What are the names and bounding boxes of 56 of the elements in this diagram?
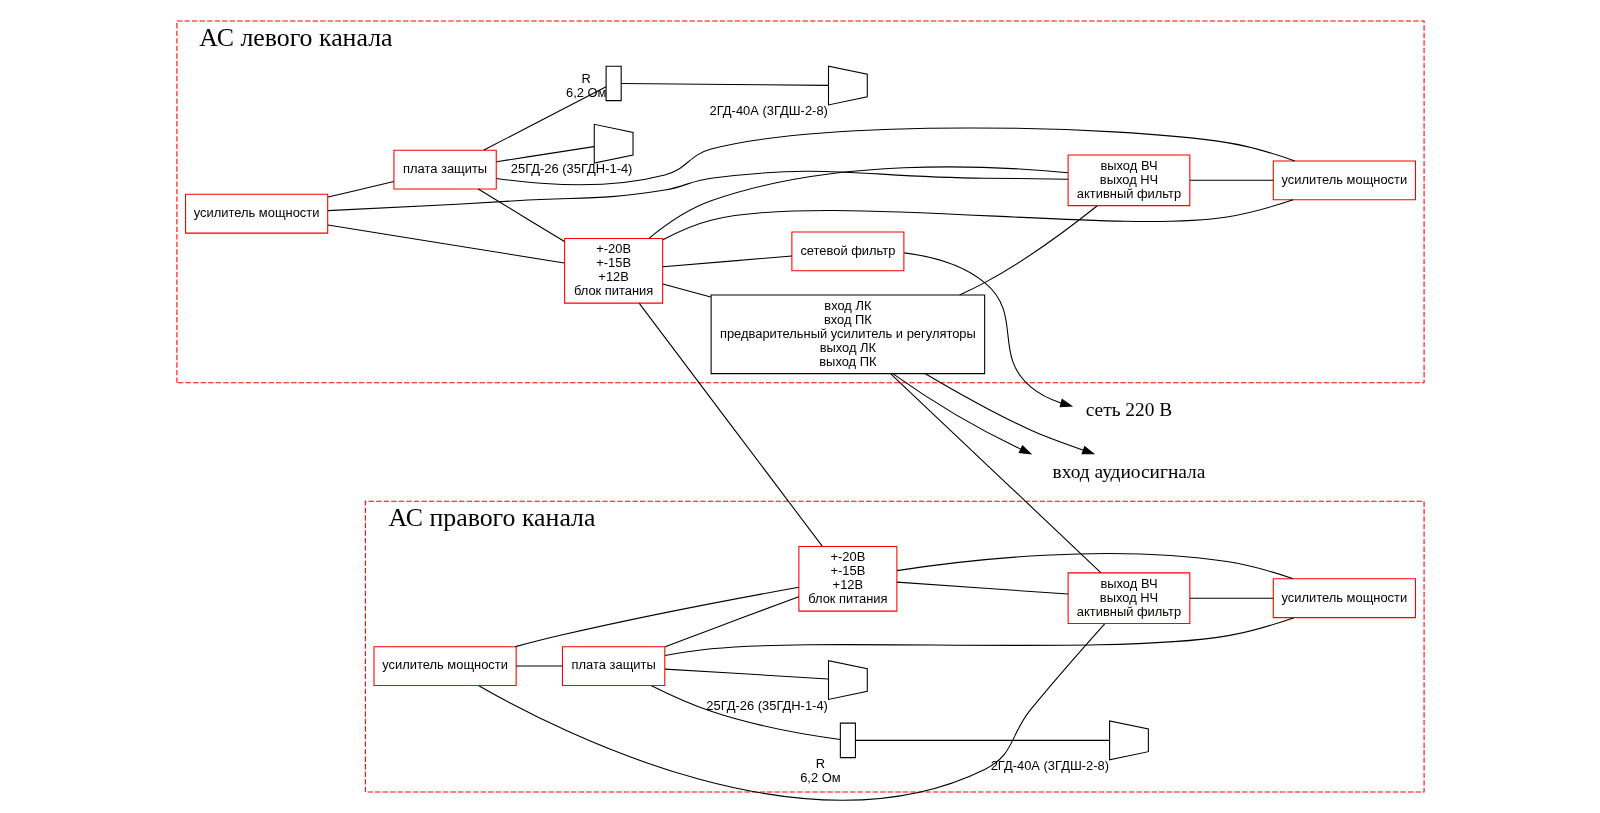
node-box [605, 65, 622, 102]
node-box: +-20В +-15В +12В блок питания [563, 237, 663, 304]
connector [638, 302, 823, 547]
node-text: сеть 220 В [1085, 398, 1172, 420]
connector [661, 283, 711, 298]
connector [327, 180, 394, 198]
node-text: вход аудиосигнала [1052, 461, 1205, 483]
connector [895, 581, 1068, 595]
connector [326, 170, 1068, 212]
connector [326, 224, 565, 264]
connector [647, 166, 1068, 239]
node-box [839, 722, 856, 759]
connector [495, 146, 594, 163]
connector [649, 684, 841, 741]
connector [854, 739, 1110, 741]
node-box: усилитель мощности [1272, 160, 1416, 201]
node-label: R [581, 70, 591, 86]
node-label: 2ГД-40А (3ГДШ-2-8) [709, 103, 828, 119]
node-label: R [815, 755, 825, 771]
connector [661, 199, 1294, 241]
arrow [924, 373, 1095, 455]
connector [664, 617, 1295, 657]
node-label: 25ГД-26 (35ГДН-1-4) [510, 161, 632, 177]
node-box: усилитель мощности [1272, 578, 1416, 619]
node-trapezium [1108, 720, 1149, 761]
connector [896, 552, 1294, 580]
connector [1189, 179, 1274, 181]
connector [958, 205, 1098, 296]
node-box: плата защиты [561, 646, 665, 686]
node-box: плата защиты [392, 149, 497, 190]
node-label: 6,2 Ом [799, 769, 841, 785]
connector [477, 623, 1105, 801]
node-box: выход ВЧ выход НЧ активный фильтр [1067, 572, 1190, 625]
node-trapezium [593, 123, 634, 164]
node-label: 25ГД-26 (35ГДН-1-4) [705, 697, 828, 713]
connector [620, 82, 829, 86]
node-box: сетевой фильтр [790, 231, 904, 272]
connector [514, 586, 799, 648]
node-trapezium [827, 660, 868, 701]
node-box: +-20В +-15В +12В блок питания [797, 545, 897, 612]
arrow [903, 252, 1073, 408]
connector [889, 373, 1102, 574]
connector [495, 127, 1295, 186]
node-box: вход ЛК вход ПК предварительный усилитель и регуляторы выход ЛК выход ПК [710, 294, 985, 375]
arrow [892, 373, 1032, 455]
node-label: 2ГД-40А (3ГДШ-2-8) [990, 758, 1109, 774]
connector [1189, 597, 1274, 599]
connector [664, 668, 829, 680]
node-trapezium [827, 65, 868, 106]
connector [661, 255, 792, 268]
connector [477, 188, 565, 243]
node-box: выход ВЧ выход НЧ активный фильтр [1067, 154, 1190, 207]
connector [664, 596, 799, 648]
node-box: усилитель мощности [372, 646, 517, 686]
node-box: усилитель мощности [184, 193, 328, 234]
connector [482, 86, 607, 151]
